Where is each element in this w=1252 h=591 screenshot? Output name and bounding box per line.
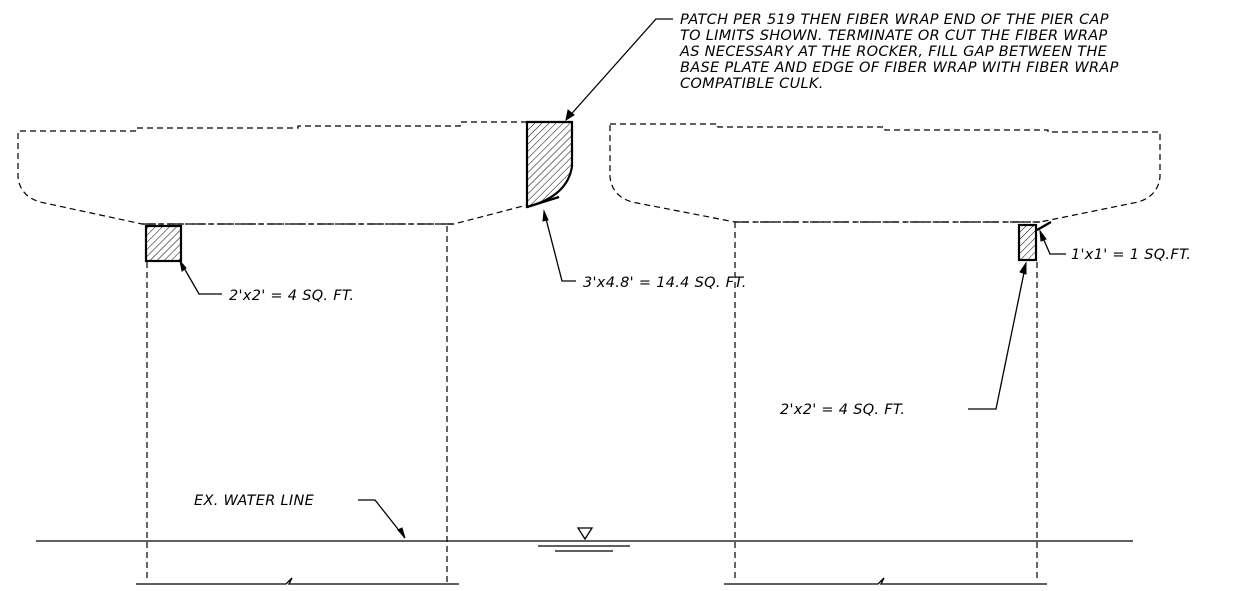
patch-center-bottom-edge bbox=[526, 195, 560, 209]
patch-center-area-label: 3'x4.8' = 14.4 SQ. FT. bbox=[583, 275, 747, 291]
main-note-leader bbox=[565, 18, 673, 122]
main-note-line-3: AS NECESSARY AT THE ROCKER, FILL GAP BET… bbox=[679, 44, 1108, 60]
left-column-break-line bbox=[136, 577, 459, 585]
water-level-symbol bbox=[538, 527, 630, 552]
patch-left-area-label: 2'x2' = 4 SQ. FT. bbox=[229, 288, 354, 304]
patch-right-leader bbox=[968, 261, 1027, 410]
patch-center-leader bbox=[542, 209, 576, 282]
patch-left-leader bbox=[179, 259, 222, 295]
main-note-line-2: TO LIMITS SHOWN. TERMINATE OR CUT THE FI… bbox=[680, 28, 1108, 44]
patch-right-area-label: 2'x2' = 4 SQ. FT. bbox=[780, 402, 905, 418]
main-note-line-4: BASE PLATE AND EDGE OF FIBER WRAP WITH F… bbox=[680, 60, 1119, 76]
patch-left-hatched-area bbox=[144, 224, 183, 263]
water-line-label: EX. WATER LINE bbox=[194, 493, 315, 509]
water-line-leader bbox=[358, 499, 406, 539]
patch-right-small-wrap-edge bbox=[1036, 220, 1052, 232]
main-note: PATCH PER 519 THEN FIBER WRAP END OF THE… bbox=[679, 12, 1119, 92]
main-note-line-1: PATCH PER 519 THEN FIBER WRAP END OF THE… bbox=[680, 12, 1109, 28]
right-pier-cap-outline bbox=[609, 123, 1161, 223]
patch-right-hatched-area bbox=[1017, 223, 1038, 262]
main-note-line-5: COMPATIBLE CULK. bbox=[680, 76, 824, 92]
left-pier-cap-outline bbox=[17, 121, 528, 225]
right-column-break-line bbox=[724, 577, 1047, 585]
patch-center-hatched-area bbox=[525, 120, 574, 209]
patch-right-small-area-label: 1'x1' = 1 SQ.FT. bbox=[1071, 247, 1191, 263]
patch-right-small-leader bbox=[1039, 229, 1066, 255]
